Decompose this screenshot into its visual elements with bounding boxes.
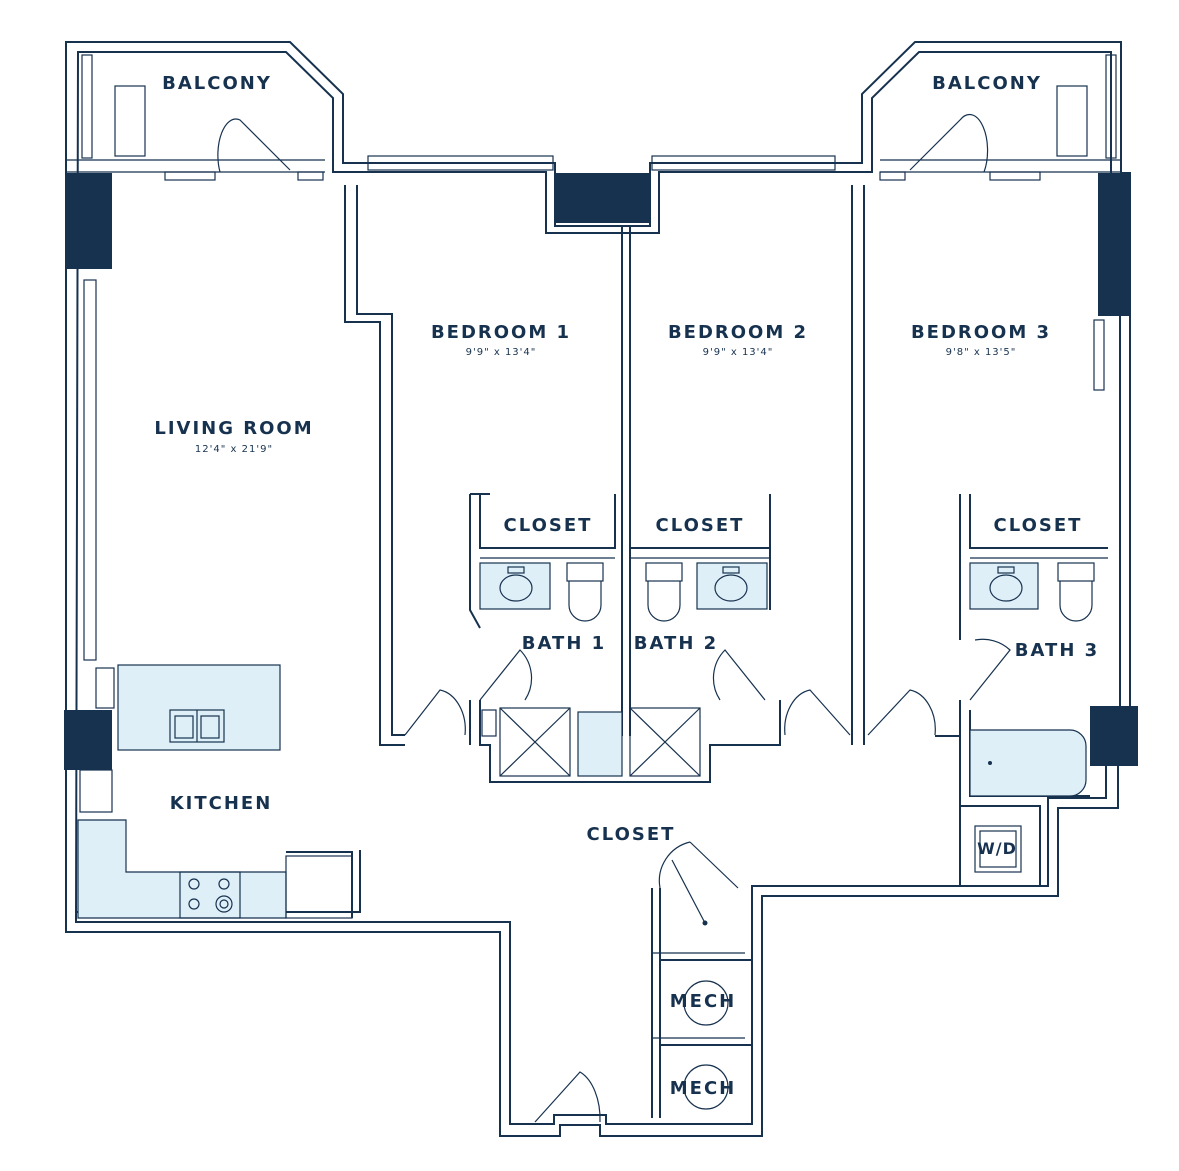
bath3-label: BATH 3 <box>1015 640 1099 661</box>
balcony-left-label: BALCONY <box>162 73 272 94</box>
closet1-label: CLOSET <box>504 515 593 536</box>
bath1-label: BATH 1 <box>522 633 606 654</box>
mech-unit-2 <box>683 1064 729 1110</box>
mech-unit-1 <box>683 980 729 1026</box>
kitchen-label: KITCHEN <box>170 793 273 814</box>
laundry-label: W/D <box>977 839 1017 858</box>
bedroom1-dimensions: 9'9" x 13'4" <box>466 347 537 358</box>
bedroom3-dimensions: 9'8" x 13'5" <box>946 347 1017 358</box>
mech2-label: MECH <box>670 1078 736 1099</box>
refrigerator <box>285 855 353 919</box>
mech1-label: MECH <box>670 991 736 1012</box>
bath-fixtures <box>479 562 1095 1110</box>
bedroom1-label: BEDROOM 1 <box>431 322 571 343</box>
room-labels: BALCONY BALCONY LIVING ROOM 12'4" x 21'9… <box>154 73 1099 1099</box>
windows <box>83 155 1105 661</box>
bath2-label: BATH 2 <box>634 633 718 654</box>
kitchen-counter <box>77 819 287 919</box>
hall-closet-label: CLOSET <box>587 824 676 845</box>
kitchen-fixtures <box>77 664 353 919</box>
balcony-thresholds <box>66 54 1121 181</box>
closet3-label: CLOSET <box>994 515 1083 536</box>
balcony-right-label: BALCONY <box>932 73 1042 94</box>
bedroom2-label: BEDROOM 2 <box>668 322 808 343</box>
stove <box>179 871 241 919</box>
living-room-label: LIVING ROOM <box>154 418 313 439</box>
washer-dryer <box>974 825 1022 873</box>
bedroom3-label: BEDROOM 3 <box>911 322 1051 343</box>
bathtub <box>969 729 1087 797</box>
closet2-label: CLOSET <box>656 515 745 536</box>
structural-columns <box>64 173 1138 770</box>
bedroom2-dimensions: 9'9" x 13'4" <box>703 347 774 358</box>
interior-walls <box>76 185 1108 1118</box>
living-room-dimensions: 12'4" x 21'9" <box>195 444 273 455</box>
kitchen-island <box>117 664 281 751</box>
door-swings <box>217 113 1011 1123</box>
